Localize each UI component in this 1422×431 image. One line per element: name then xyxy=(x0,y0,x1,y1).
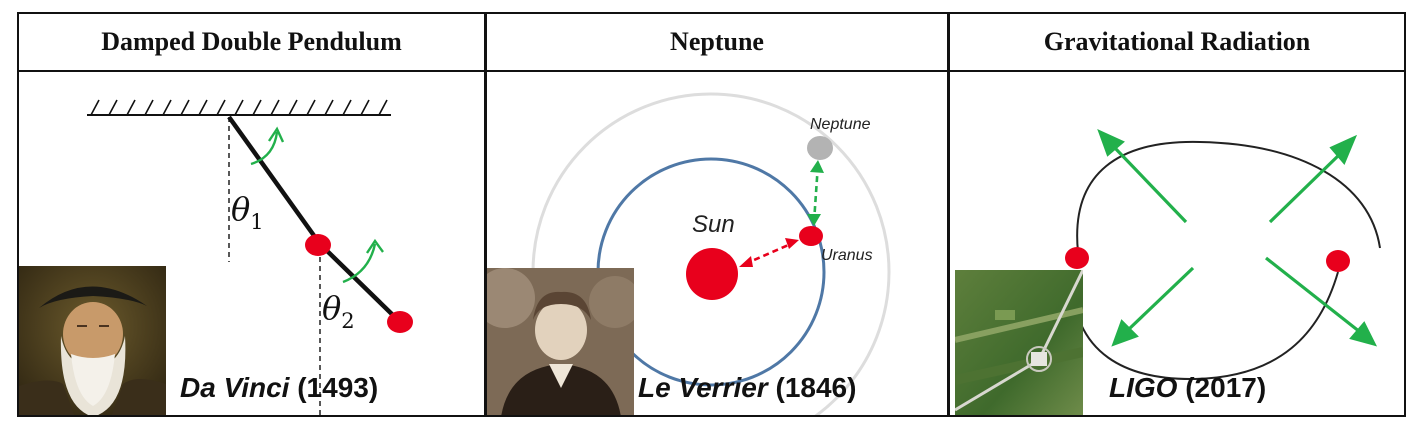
caption-year: (1846) xyxy=(775,372,857,403)
neptune xyxy=(807,136,833,160)
uranus-neptune-perturbation-arrow xyxy=(812,163,820,223)
caption-name: LIGO xyxy=(1109,372,1178,403)
wave-arrow-up-left xyxy=(1113,146,1188,224)
binary-mass-right xyxy=(1326,250,1350,272)
neptune-orbit-diagram: Sun Uranus Neptune xyxy=(531,92,891,415)
double-pendulum-diagram: θ1 θ2 xyxy=(87,99,413,415)
panel-double-pendulum: Damped Double Pendulum θ1 θ2 xyxy=(17,12,486,417)
uranus-label: Uranus xyxy=(821,247,873,264)
panel-neptune: Neptune Sun Uranus Neptune xyxy=(485,12,949,417)
orbit-arc-lower xyxy=(1070,271,1339,381)
panel-title: Neptune xyxy=(487,14,947,72)
theta-1-label: θ1 xyxy=(231,190,264,234)
panel-title: Gravitational Radiation xyxy=(950,14,1404,72)
sun xyxy=(686,248,738,300)
uranus xyxy=(799,226,823,246)
panel-gravitational-radiation: Gravitational Radiation xyxy=(948,12,1406,417)
angle-arrow-1 xyxy=(250,131,279,166)
sun-uranus-force-arrow xyxy=(744,241,794,266)
angle-arrow-2-head xyxy=(366,238,384,254)
le-verrier-portrait xyxy=(487,268,634,415)
angle-arrow-1-head xyxy=(268,126,285,143)
panel-title: Damped Double Pendulum xyxy=(19,14,484,72)
caption-name: Da Vinci xyxy=(180,372,290,403)
wave-arrow-down-right-head xyxy=(1349,321,1378,347)
wave-arrow-down-left xyxy=(1126,266,1195,332)
theta-2-label: θ2 xyxy=(322,289,355,333)
wave-arrow-up-right xyxy=(1268,152,1342,224)
binary-mass-left xyxy=(1065,247,1089,269)
caption-da-vinci: Da Vinci (1493) xyxy=(180,372,378,404)
wave-arrow-up-right-head xyxy=(1329,134,1358,166)
orbit-arc-upper xyxy=(1076,140,1381,253)
pendulum-rod-2 xyxy=(318,242,402,324)
wave-arrow-down-left-head xyxy=(1111,319,1139,347)
caption-year: (2017) xyxy=(1185,372,1267,403)
pendulum-mass-1 xyxy=(305,234,331,256)
caption-year: (1493) xyxy=(297,372,379,403)
angle-arrow-2 xyxy=(342,243,377,284)
da-vinci-portrait xyxy=(19,266,166,415)
sun-label: Sun xyxy=(692,211,735,238)
wave-arrow-up-left-head xyxy=(1097,128,1125,157)
gravitational-radiation-diagram xyxy=(1065,128,1381,381)
caption-name: Le Verrier xyxy=(638,372,768,403)
ceiling-hatching xyxy=(90,99,388,116)
pendulum-rod-1 xyxy=(227,115,322,246)
wave-arrow-down-right xyxy=(1265,256,1361,334)
caption-le-verrier: Le Verrier (1846) xyxy=(638,372,856,404)
pendulum-mass-2 xyxy=(387,311,413,333)
ligo-aerial-photo xyxy=(955,270,1083,415)
neptune-label: Neptune xyxy=(810,116,871,133)
caption-ligo: LIGO (2017) xyxy=(1109,372,1266,404)
